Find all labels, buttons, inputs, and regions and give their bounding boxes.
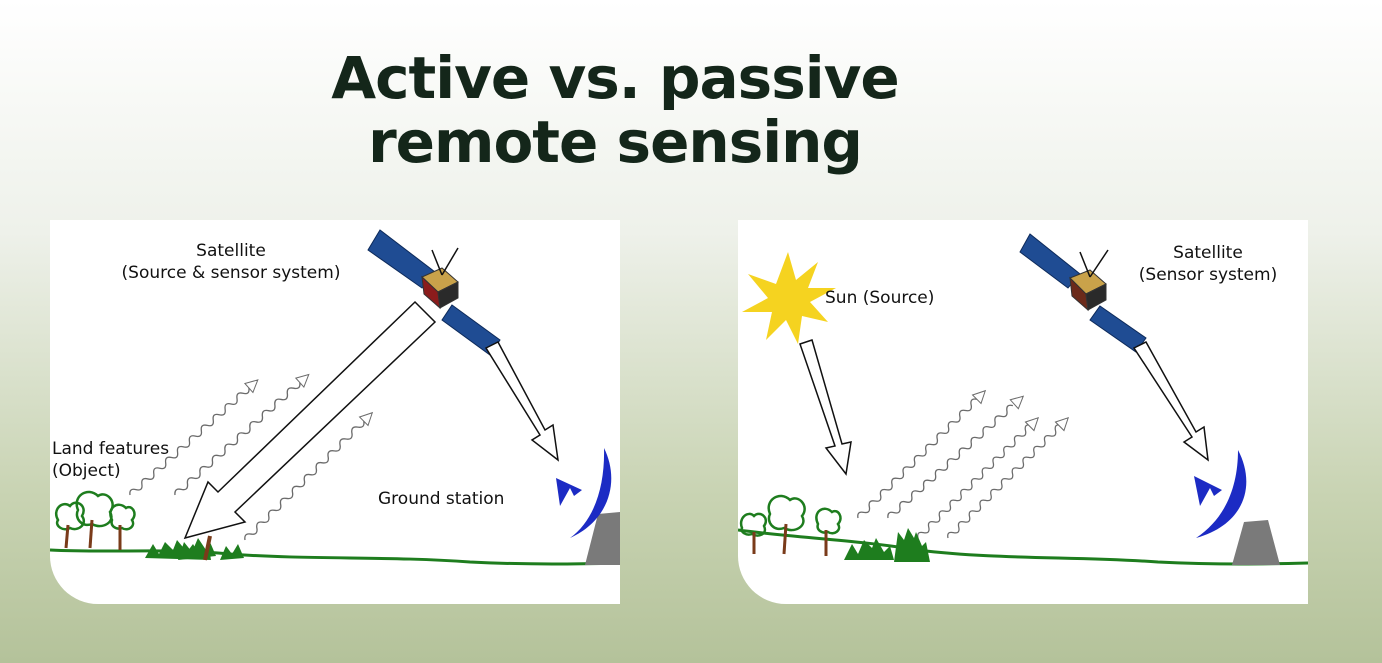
satellite-label-line-1: Satellite (1173, 243, 1243, 263)
downlink-arrow (484, 341, 560, 462)
reflected-wave-3 (242, 411, 374, 543)
reflected-wave-1 (127, 379, 259, 498)
satellite-label-line-2: (Sensor system) (1138, 265, 1278, 285)
active-signal-arrow (183, 300, 437, 540)
emitted-wave-1 (855, 389, 987, 521)
ground-line (50, 548, 620, 566)
land-features-label: Land features (Object) (52, 438, 169, 482)
ground-line (738, 528, 1308, 566)
satellite-label: Satellite (Sensor system) (1118, 242, 1298, 286)
emitted-wave-4 (945, 417, 1069, 541)
emitted-wave-3 (915, 417, 1039, 541)
passive-diagram (738, 233, 1308, 566)
sunlight-arrow (799, 339, 852, 476)
ground-station-icon (1194, 450, 1280, 565)
land-features-label-line-1: Land features (52, 439, 170, 459)
satellite-icon (1019, 233, 1147, 353)
shrubs-icon (145, 535, 244, 561)
satellite-icon (367, 229, 501, 356)
reflected-wave-2 (172, 373, 310, 498)
page-title: Active vs. passive remote sensing (0, 46, 1230, 174)
trees-icon (739, 494, 842, 556)
land-features-label-line-2: (Object) (52, 461, 121, 481)
shrubs-icon (844, 528, 930, 562)
trees-icon (54, 490, 136, 550)
sun-icon (742, 252, 836, 344)
ground-station-label: Ground station (378, 489, 505, 509)
sun-label: Sun (Source) (825, 288, 935, 308)
satellite-label-line-1: Satellite (196, 241, 266, 261)
active-sensing-panel: Satellite (Source & sensor system) Land … (50, 220, 620, 604)
emitted-wave-2 (885, 395, 1025, 521)
ground-station-icon (556, 448, 620, 565)
active-diagram (50, 229, 620, 566)
title-line-2: remote sensing (368, 108, 863, 176)
title-line-1: Active vs. passive (331, 44, 900, 112)
satellite-label: Satellite (Source & sensor system) (96, 240, 366, 284)
downlink-arrow (1132, 341, 1209, 462)
satellite-label-line-2: (Source & sensor system) (121, 263, 341, 283)
passive-sensing-panel: Sun (Source) Satellite (Sensor system) (738, 220, 1308, 604)
